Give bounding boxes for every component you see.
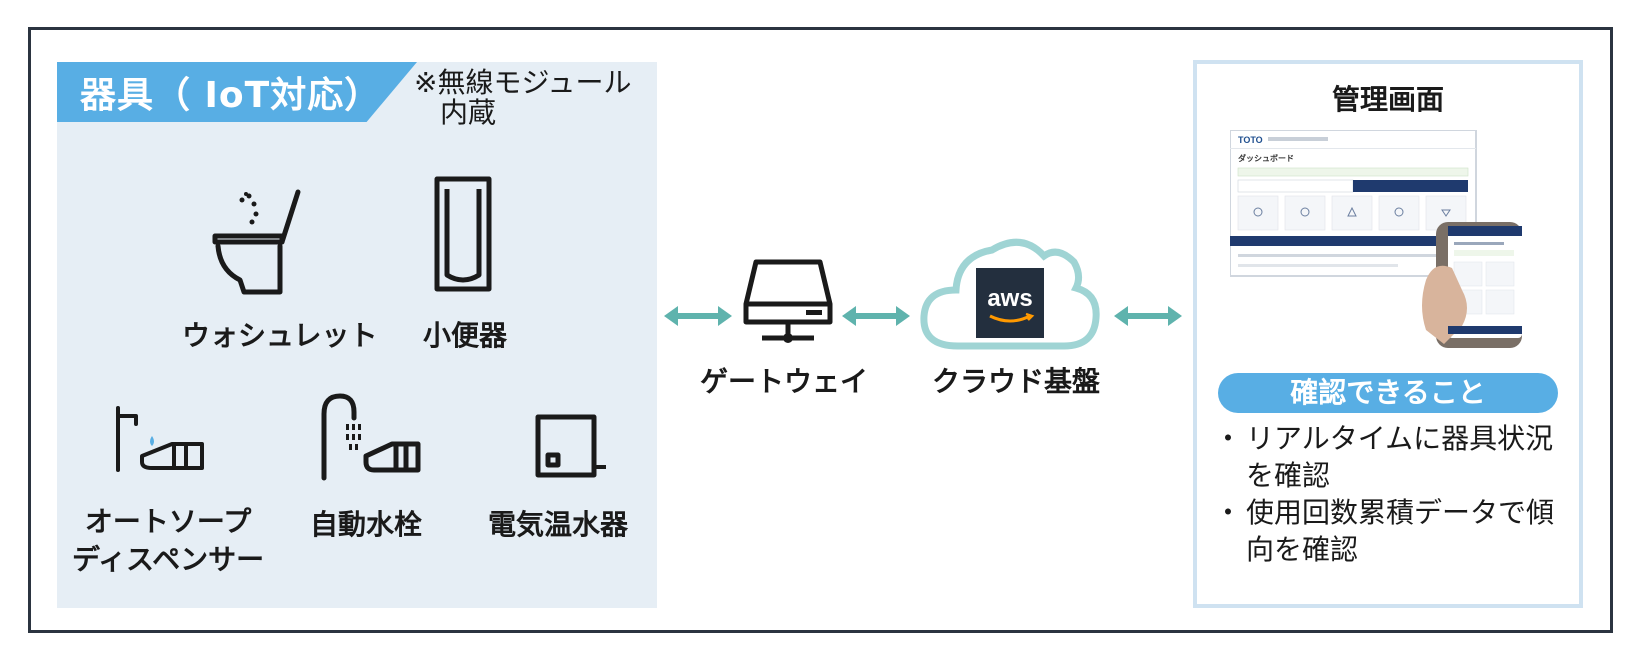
urinal-icon bbox=[434, 176, 492, 292]
device-label-urinal: 小便器 bbox=[423, 319, 508, 352]
devices-header-band bbox=[57, 62, 417, 122]
device-label-soap-dispenser: オートソープ ディスペンサー bbox=[72, 503, 264, 579]
devices-panel bbox=[57, 62, 657, 608]
soap-dispenser-icon bbox=[116, 406, 204, 472]
aws-logo: aws bbox=[987, 285, 1032, 312]
gateway-icon bbox=[743, 259, 833, 343]
double-arrow-icon bbox=[1114, 306, 1182, 326]
devices-title: 器具（ IoT対応） bbox=[80, 75, 382, 116]
toilet-icon bbox=[212, 189, 301, 295]
confirm-heading: 確認できること bbox=[1218, 373, 1558, 413]
gateway-label: ゲートウェイ bbox=[700, 365, 869, 398]
cloud-icon: aws bbox=[920, 238, 1100, 350]
water-heater-icon bbox=[535, 414, 606, 478]
double-arrow-icon bbox=[664, 306, 732, 326]
faucet-icon bbox=[321, 393, 421, 481]
double-arrow-icon bbox=[842, 306, 910, 326]
device-label-soap-line: オートソープ bbox=[84, 505, 252, 538]
screenshot-dashboard-title: ダッシュボード bbox=[1238, 153, 1294, 163]
dashboard-screenshot: TOTO ダッシュボード bbox=[1230, 130, 1522, 348]
device-label-faucet: 自動水栓 bbox=[310, 508, 423, 541]
bullet-item: 使用回数累積データで傾向を確認 bbox=[1214, 494, 1578, 568]
cloud-label: クラウド基盤 bbox=[932, 365, 1101, 398]
bullet-item: リアルタイムに器具状況を確認 bbox=[1214, 420, 1578, 494]
management-title: 管理画面 bbox=[1331, 83, 1444, 116]
devices-note-line: ※無線モジュール bbox=[414, 66, 632, 99]
device-label-soap-line: ディスペンサー bbox=[72, 543, 265, 576]
screenshot-brand: TOTO bbox=[1238, 135, 1263, 145]
device-label-water-heater: 電気温水器 bbox=[488, 508, 629, 541]
management-bullets: リアルタイムに器具状況を確認 使用回数累積データで傾向を確認 bbox=[1214, 420, 1578, 568]
devices-note: ※無線モジュール 内蔵 bbox=[414, 68, 632, 128]
device-label-washlet: ウォシュレット bbox=[182, 319, 378, 352]
devices-note-line: 内蔵 bbox=[440, 96, 497, 129]
